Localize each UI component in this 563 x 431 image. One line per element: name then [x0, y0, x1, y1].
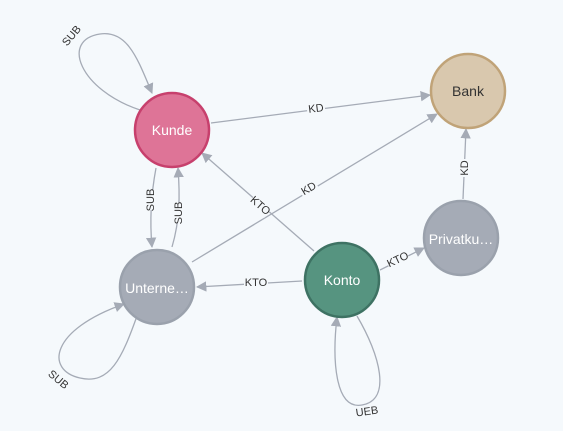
edge-kd-kunde-bank[interactable]: KD — [210, 91, 432, 124]
edge-label: KTO — [248, 194, 273, 218]
node-bank[interactable]: Bank — [429, 52, 507, 130]
edge-label: KTO — [385, 250, 411, 271]
node-unternehmen[interactable]: Unterne… — [118, 248, 196, 326]
node-kunde[interactable]: Kunde — [133, 91, 211, 169]
node-label: Konto — [324, 272, 361, 288]
edge-sub-unternehmen-kunde[interactable]: SUB — [171, 166, 185, 248]
node-label: Kunde — [152, 122, 193, 138]
edge-ueb-konto-loop[interactable]: UEB — [330, 315, 381, 420]
edge-label: SUB — [60, 23, 84, 48]
node-label: Privatku… — [429, 231, 494, 247]
edge-sub-kunde-unternehmen[interactable]: SUB — [145, 167, 157, 249]
edge-kd-privat-bank[interactable]: KD — [459, 127, 471, 200]
edge-label: UEB — [355, 404, 379, 419]
node-privatkunde[interactable]: Privatku… — [422, 199, 500, 277]
edges-layer: SUB KD SUB SUB — [45, 23, 471, 420]
edge-label: KD — [308, 102, 325, 116]
edge-label: SUB — [145, 189, 157, 212]
node-label: Unterne… — [125, 280, 189, 296]
nodes-layer: Kunde Bank Unterne… Konto Privatku… — [118, 52, 507, 326]
node-label: Bank — [452, 83, 485, 99]
edge-label: KTO — [245, 277, 268, 289]
node-konto[interactable]: Konto — [303, 241, 381, 319]
edge-label: KD — [459, 160, 471, 175]
edge-kto-konto-kunde[interactable]: KTO — [201, 152, 315, 252]
edge-kd-unternehmen-bank[interactable]: KD — [191, 113, 438, 263]
edge-label: SUB — [173, 202, 185, 225]
edge-sub-unternehmen-loop[interactable]: SUB — [45, 302, 138, 392]
edge-sub-kunde-loop[interactable]: SUB — [60, 23, 154, 111]
edge-kto-konto-unternehmen[interactable]: KTO — [195, 277, 303, 292]
edge-kto-konto-privat[interactable]: KTO — [379, 247, 425, 271]
